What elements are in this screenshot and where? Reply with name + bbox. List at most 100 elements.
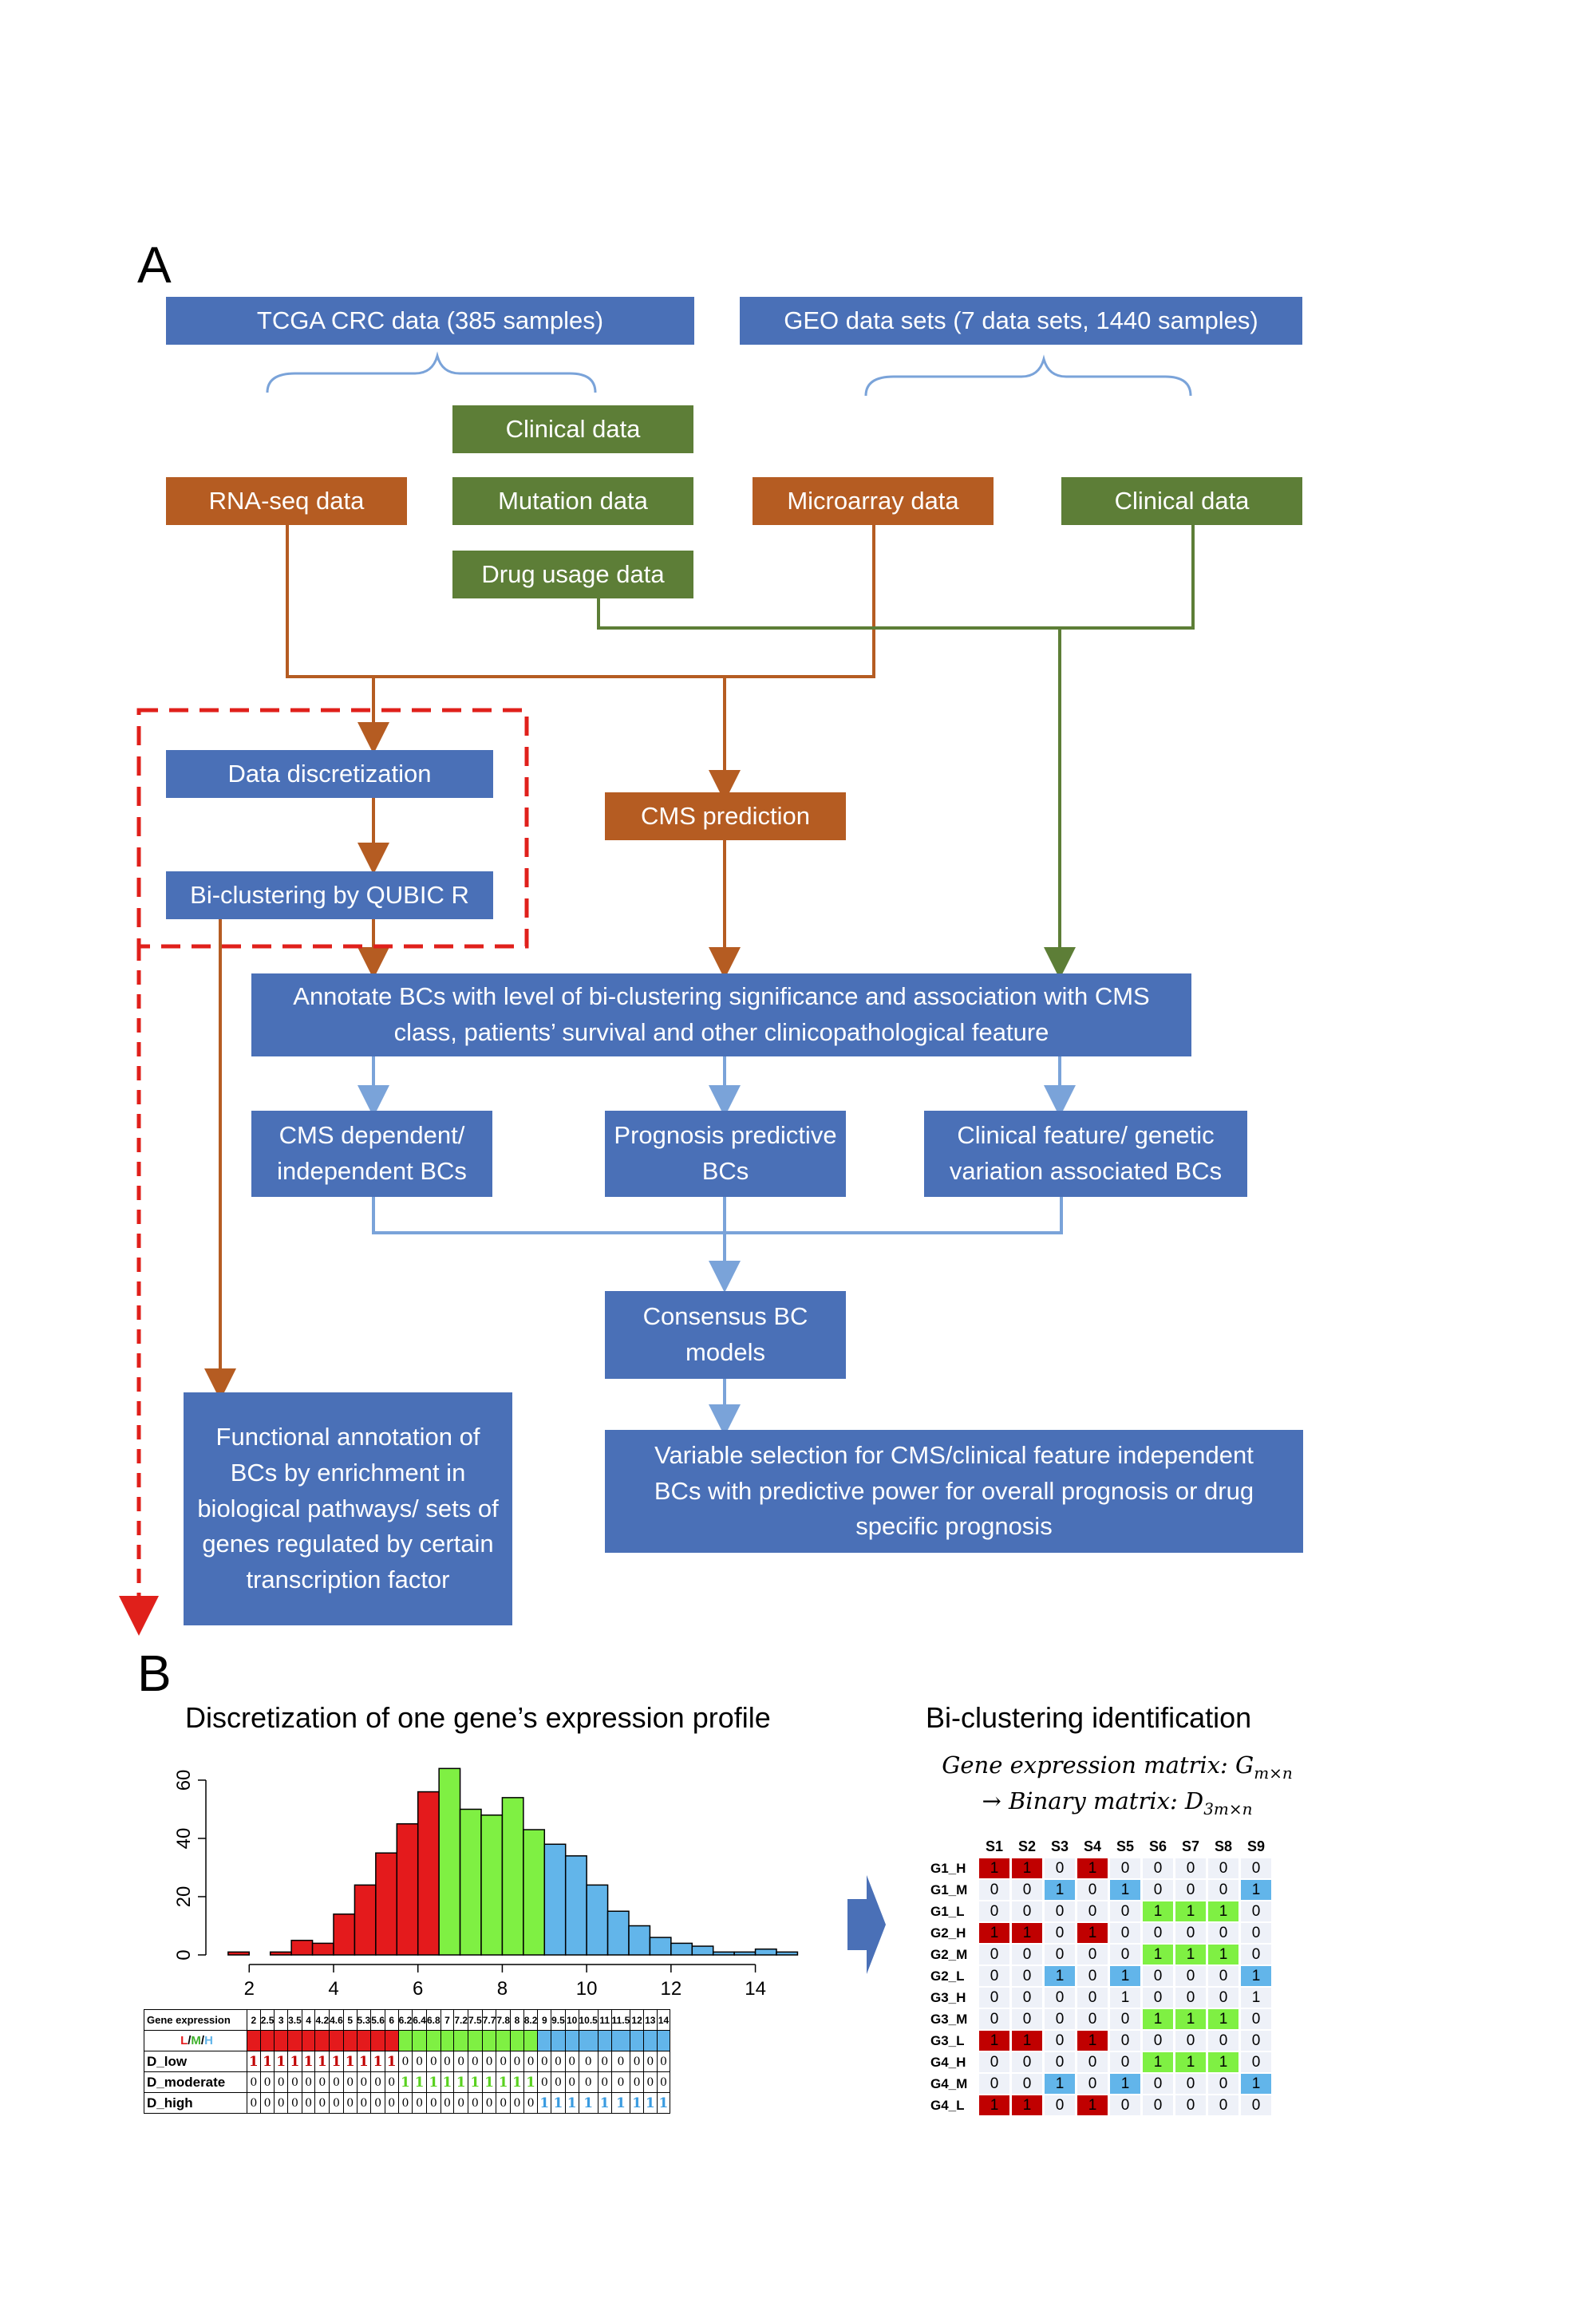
matrix-cell: 0 [1012, 1901, 1042, 1921]
disc-header-cell: 11 [597, 2009, 612, 2031]
matrix-cell: 0 [1110, 1945, 1140, 1964]
matrix-cell: 0 [1077, 2009, 1108, 2029]
disc-header-cell: 10.5 [578, 2009, 598, 2031]
disc-header-cell: 14 [656, 2009, 671, 2031]
rnaseq-box: RNA-seq data [166, 477, 407, 525]
y-tick-label: 20 [173, 1886, 195, 1908]
disc-class-cell [314, 2030, 330, 2051]
disc-value-cell: 0 [384, 2092, 399, 2114]
disc-class-cell [356, 2030, 372, 2051]
disc-class-cell [597, 2030, 612, 2051]
matrix-cell: 0 [979, 2074, 1009, 2094]
disc-row-label: D_low [144, 2051, 247, 2072]
disc-value-cell: 0 [468, 2092, 483, 2114]
panel-b-label: B [137, 1645, 172, 1702]
matrix-cell: 0 [1045, 2095, 1075, 2115]
matrix-cell: 0 [1012, 2052, 1042, 2072]
matrix-cell: 0 [1077, 1880, 1108, 1900]
matrix-cell: 1 [1143, 2052, 1173, 2072]
disc-value-cell: 0 [440, 2092, 455, 2114]
disc-class-cell [342, 2030, 358, 2051]
histogram-bar [354, 1884, 377, 1956]
matrix-cell: 0 [1143, 1966, 1173, 1986]
matrix-cell: 0 [1045, 1858, 1075, 1878]
matrix-cell: 0 [1077, 2052, 1108, 2072]
disc-header-cell: 2 [247, 2009, 261, 2031]
disc-header-cell: 9 [537, 2009, 552, 2031]
variable-box: Variable selection for CMS/clinical feat… [605, 1430, 1303, 1553]
disc-class-cell [397, 2030, 413, 2051]
matrix-cell: 1 [1208, 2052, 1238, 2072]
matrix-cell: 0 [1241, 1858, 1271, 1878]
matrix-cell: 1 [1110, 1966, 1140, 1986]
disc-value-cell: 0 [510, 2092, 524, 2114]
matrix-cell: 0 [1012, 2074, 1042, 2094]
disc-value-cell: 1 [397, 2071, 413, 2093]
disc-value-cell: 1 [301, 2051, 316, 2072]
disc-header-cell: 3.5 [287, 2009, 302, 2031]
geo-box: GEO data sets (7 data sets, 1440 samples… [740, 297, 1302, 345]
matrix-column-header: S3 [1050, 1838, 1069, 1854]
matrix-cell: 1 [1241, 2074, 1271, 2094]
disc-value-cell: 0 [510, 2051, 524, 2072]
disc-value-cell: 0 [370, 2071, 385, 2093]
disc-value-cell: 0 [523, 2051, 539, 2072]
matrix-cell: 0 [1208, 1858, 1238, 1878]
histogram-bar [649, 1937, 672, 1956]
disc-class-cell [610, 2030, 631, 2051]
matrix-row-label: G1_L [930, 1903, 965, 1919]
disc-value-cell: 0 [481, 2092, 497, 2114]
matrix-cell: 1 [979, 2031, 1009, 2051]
disc-header-cell: 7.5 [468, 2009, 483, 2031]
matrix-column-header: S4 [1083, 1838, 1102, 1854]
disc-class-cell [384, 2030, 399, 2051]
matrix-row-label: G4_M [930, 2075, 968, 2091]
matrix-cell: 0 [1143, 1988, 1173, 2008]
disc-class-cell [329, 2030, 344, 2051]
matrix-cell: 1 [1077, 1858, 1108, 1878]
histogram-bar [733, 1951, 757, 1956]
x-tick-label: 6 [413, 1978, 423, 2000]
matrix-row-label: G4_L [930, 2097, 965, 2113]
disc-value-cell: 1 [523, 2071, 539, 2093]
matrix-cell: 1 [1012, 2031, 1042, 2051]
disc-value-cell: 0 [314, 2071, 330, 2093]
disc-row-label: D_moderate [144, 2071, 247, 2093]
disc-header-cell: 7.8 [496, 2009, 512, 2031]
mutation-box: Mutation data [452, 477, 693, 525]
matrix-cell: 1 [979, 1923, 1009, 1943]
disc-header-cell: 7.2 [453, 2009, 468, 2031]
matrix-cell: 1 [1175, 1945, 1206, 1964]
disc-class-cell [537, 2030, 552, 2051]
disc-header-cell: 4 [301, 2009, 316, 2031]
histogram-bar [712, 1951, 735, 1956]
dashed-frame [136, 708, 529, 949]
histogram-bar [417, 1791, 440, 1956]
disc-value-cell: 0 [597, 2051, 612, 2072]
disc-value-cell: 0 [287, 2092, 302, 2114]
matrix-cell: 0 [1175, 1858, 1206, 1878]
matrix-cell: 0 [1241, 2009, 1271, 2029]
disc-header-cell: 7.7 [481, 2009, 497, 2031]
disc-class-cell [578, 2030, 598, 2051]
matrix-column-header: S5 [1116, 1838, 1135, 1854]
matrix-cell: 1 [1208, 1901, 1238, 1921]
matrix-cell: 0 [1175, 1880, 1206, 1900]
formula-line-2: → Binary matrix: D3m×n [982, 1787, 1253, 1818]
disc-header-cell: 3 [274, 2009, 289, 2031]
matrix-cell: 0 [979, 2009, 1009, 2029]
disc-value-cell: 1 [610, 2092, 631, 2114]
matrix-cell: 0 [1208, 2031, 1238, 2051]
disc-value-cell: 1 [630, 2092, 644, 2114]
matrix-cell: 0 [1175, 1923, 1206, 1943]
matrix-cell: 0 [1143, 2031, 1173, 2051]
drug-box: Drug usage data [452, 551, 693, 598]
matrix-row-label: G2_M [930, 1946, 968, 1962]
disc-header-cell: 2.5 [259, 2009, 275, 2031]
